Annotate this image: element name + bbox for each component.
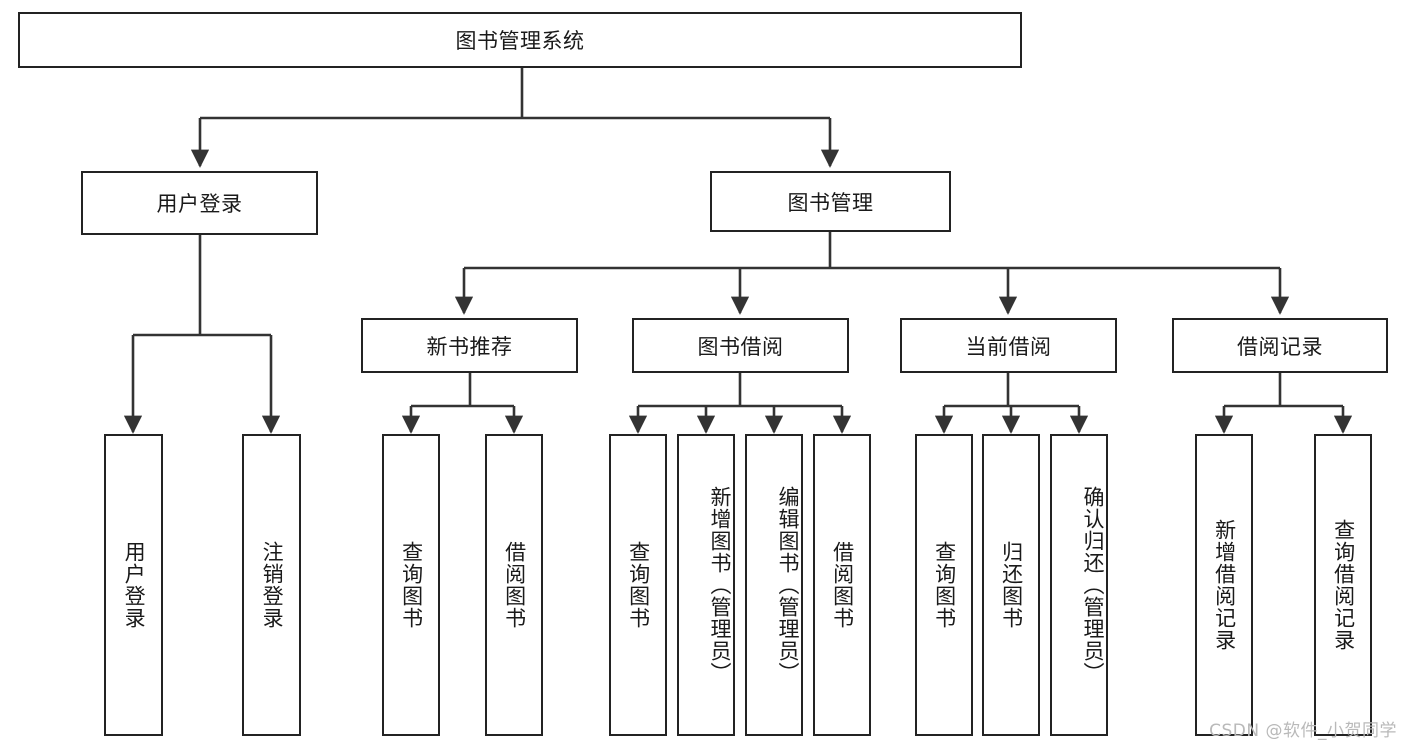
leaf-borrow-book-b-label: 借阅图书: [830, 541, 855, 629]
leaf-user-login-label: 用户登录: [122, 541, 147, 629]
node-root[interactable]: 图书管理系统: [18, 12, 1022, 68]
node-root-label: 图书管理系统: [455, 29, 585, 53]
leaf-confirm-return-label: 确认归还（管理员）: [1081, 486, 1105, 684]
leaf-query-record[interactable]: 查询借阅记录: [1314, 434, 1372, 736]
leaf-query-book-b[interactable]: 查询图书: [609, 434, 667, 736]
leaf-logout[interactable]: 注销登录: [242, 434, 301, 736]
leaf-add-book-label: 新增图书（管理员）: [708, 486, 732, 684]
node-borrow-record[interactable]: 借阅记录: [1172, 318, 1388, 373]
leaf-logout-label: 注销登录: [260, 541, 285, 629]
leaf-add-record[interactable]: 新增借阅记录: [1195, 434, 1253, 736]
node-user-login[interactable]: 用户登录: [81, 171, 318, 235]
leaf-return-book-label: 归还图书: [999, 541, 1024, 629]
node-borrow-record-label: 借阅记录: [1237, 334, 1323, 359]
leaf-query-book-c-label: 查询图书: [932, 541, 957, 629]
leaf-add-record-label: 新增借阅记录: [1212, 519, 1237, 651]
node-user-login-label: 用户登录: [156, 192, 243, 216]
node-current-borrow[interactable]: 当前借阅: [900, 318, 1117, 373]
leaf-user-login[interactable]: 用户登录: [104, 434, 163, 736]
node-book-borrow-label: 图书借阅: [697, 334, 784, 359]
leaf-query-book-a[interactable]: 查询图书: [382, 434, 440, 736]
node-new-book-rec-label: 新书推荐: [426, 334, 513, 359]
node-new-book-rec[interactable]: 新书推荐: [361, 318, 578, 373]
leaf-borrow-book-b[interactable]: 借阅图书: [813, 434, 871, 736]
leaf-query-book-b-label: 查询图书: [626, 541, 651, 629]
leaf-borrow-book-a[interactable]: 借阅图书: [485, 434, 543, 736]
leaf-query-book-c[interactable]: 查询图书: [915, 434, 973, 736]
node-book-manage-label: 图书管理: [787, 190, 874, 215]
leaf-edit-book[interactable]: 编辑图书（管理员）: [745, 434, 803, 736]
leaf-add-book[interactable]: 新增图书（管理员）: [677, 434, 735, 736]
leaf-query-book-a-label: 查询图书: [399, 541, 424, 629]
leaf-query-record-label: 查询借阅记录: [1331, 519, 1356, 651]
csdn-watermark: CSDN @软件_小贺同学: [1209, 721, 1397, 741]
leaf-confirm-return[interactable]: 确认归还（管理员）: [1050, 434, 1108, 736]
node-current-borrow-label: 当前借阅: [965, 334, 1052, 359]
leaf-edit-book-label: 编辑图书（管理员）: [776, 486, 800, 684]
leaf-borrow-book-a-label: 借阅图书: [502, 541, 527, 629]
leaf-return-book[interactable]: 归还图书: [982, 434, 1040, 736]
node-book-manage[interactable]: 图书管理: [710, 171, 951, 232]
node-book-borrow[interactable]: 图书借阅: [632, 318, 849, 373]
